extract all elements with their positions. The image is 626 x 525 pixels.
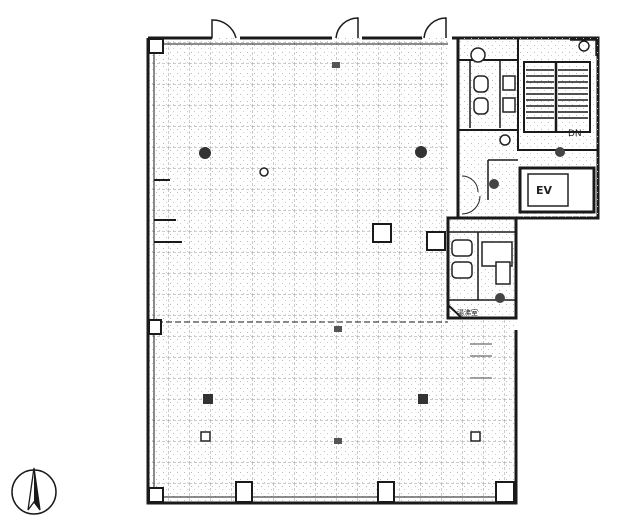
north-arrow-icon: [11, 467, 57, 515]
column-dot: [415, 146, 427, 158]
interior-fixtures: [199, 62, 481, 444]
fixture: [259, 167, 269, 177]
column-dot: [418, 394, 428, 404]
service-core: DN EV 湯沸室: [446, 36, 600, 379]
room-label-small: 湯沸室: [457, 308, 478, 317]
toilet-fixture: [502, 97, 516, 113]
dn-label: DN: [568, 129, 582, 139]
column: [148, 319, 162, 335]
elevator-label: EV: [536, 184, 553, 197]
toilet-fixture: [502, 75, 516, 91]
column: [148, 38, 164, 54]
column: [235, 481, 253, 503]
column-dot: [199, 147, 211, 159]
door-top-left: [211, 19, 237, 39]
fixture: [332, 62, 340, 68]
stairwell: [523, 39, 597, 133]
door-top-right: [423, 17, 447, 39]
wall-columns: [148, 38, 515, 503]
toilet-fixture: [473, 97, 489, 115]
column: [495, 481, 515, 503]
fixture: [200, 431, 211, 442]
column: [372, 223, 392, 243]
sink-fixture: [451, 261, 473, 279]
fixture: [334, 326, 342, 332]
elevator: EV: [518, 166, 596, 214]
sink-fixture: [451, 239, 473, 257]
main-floor: [148, 38, 516, 503]
column-dot: [203, 394, 213, 404]
column: [426, 231, 446, 251]
toilet-fixture: [473, 75, 489, 93]
fixture: [470, 431, 481, 442]
column: [148, 487, 164, 503]
fixture: [334, 438, 342, 444]
column: [377, 481, 395, 503]
door-top-middle: [335, 17, 359, 39]
